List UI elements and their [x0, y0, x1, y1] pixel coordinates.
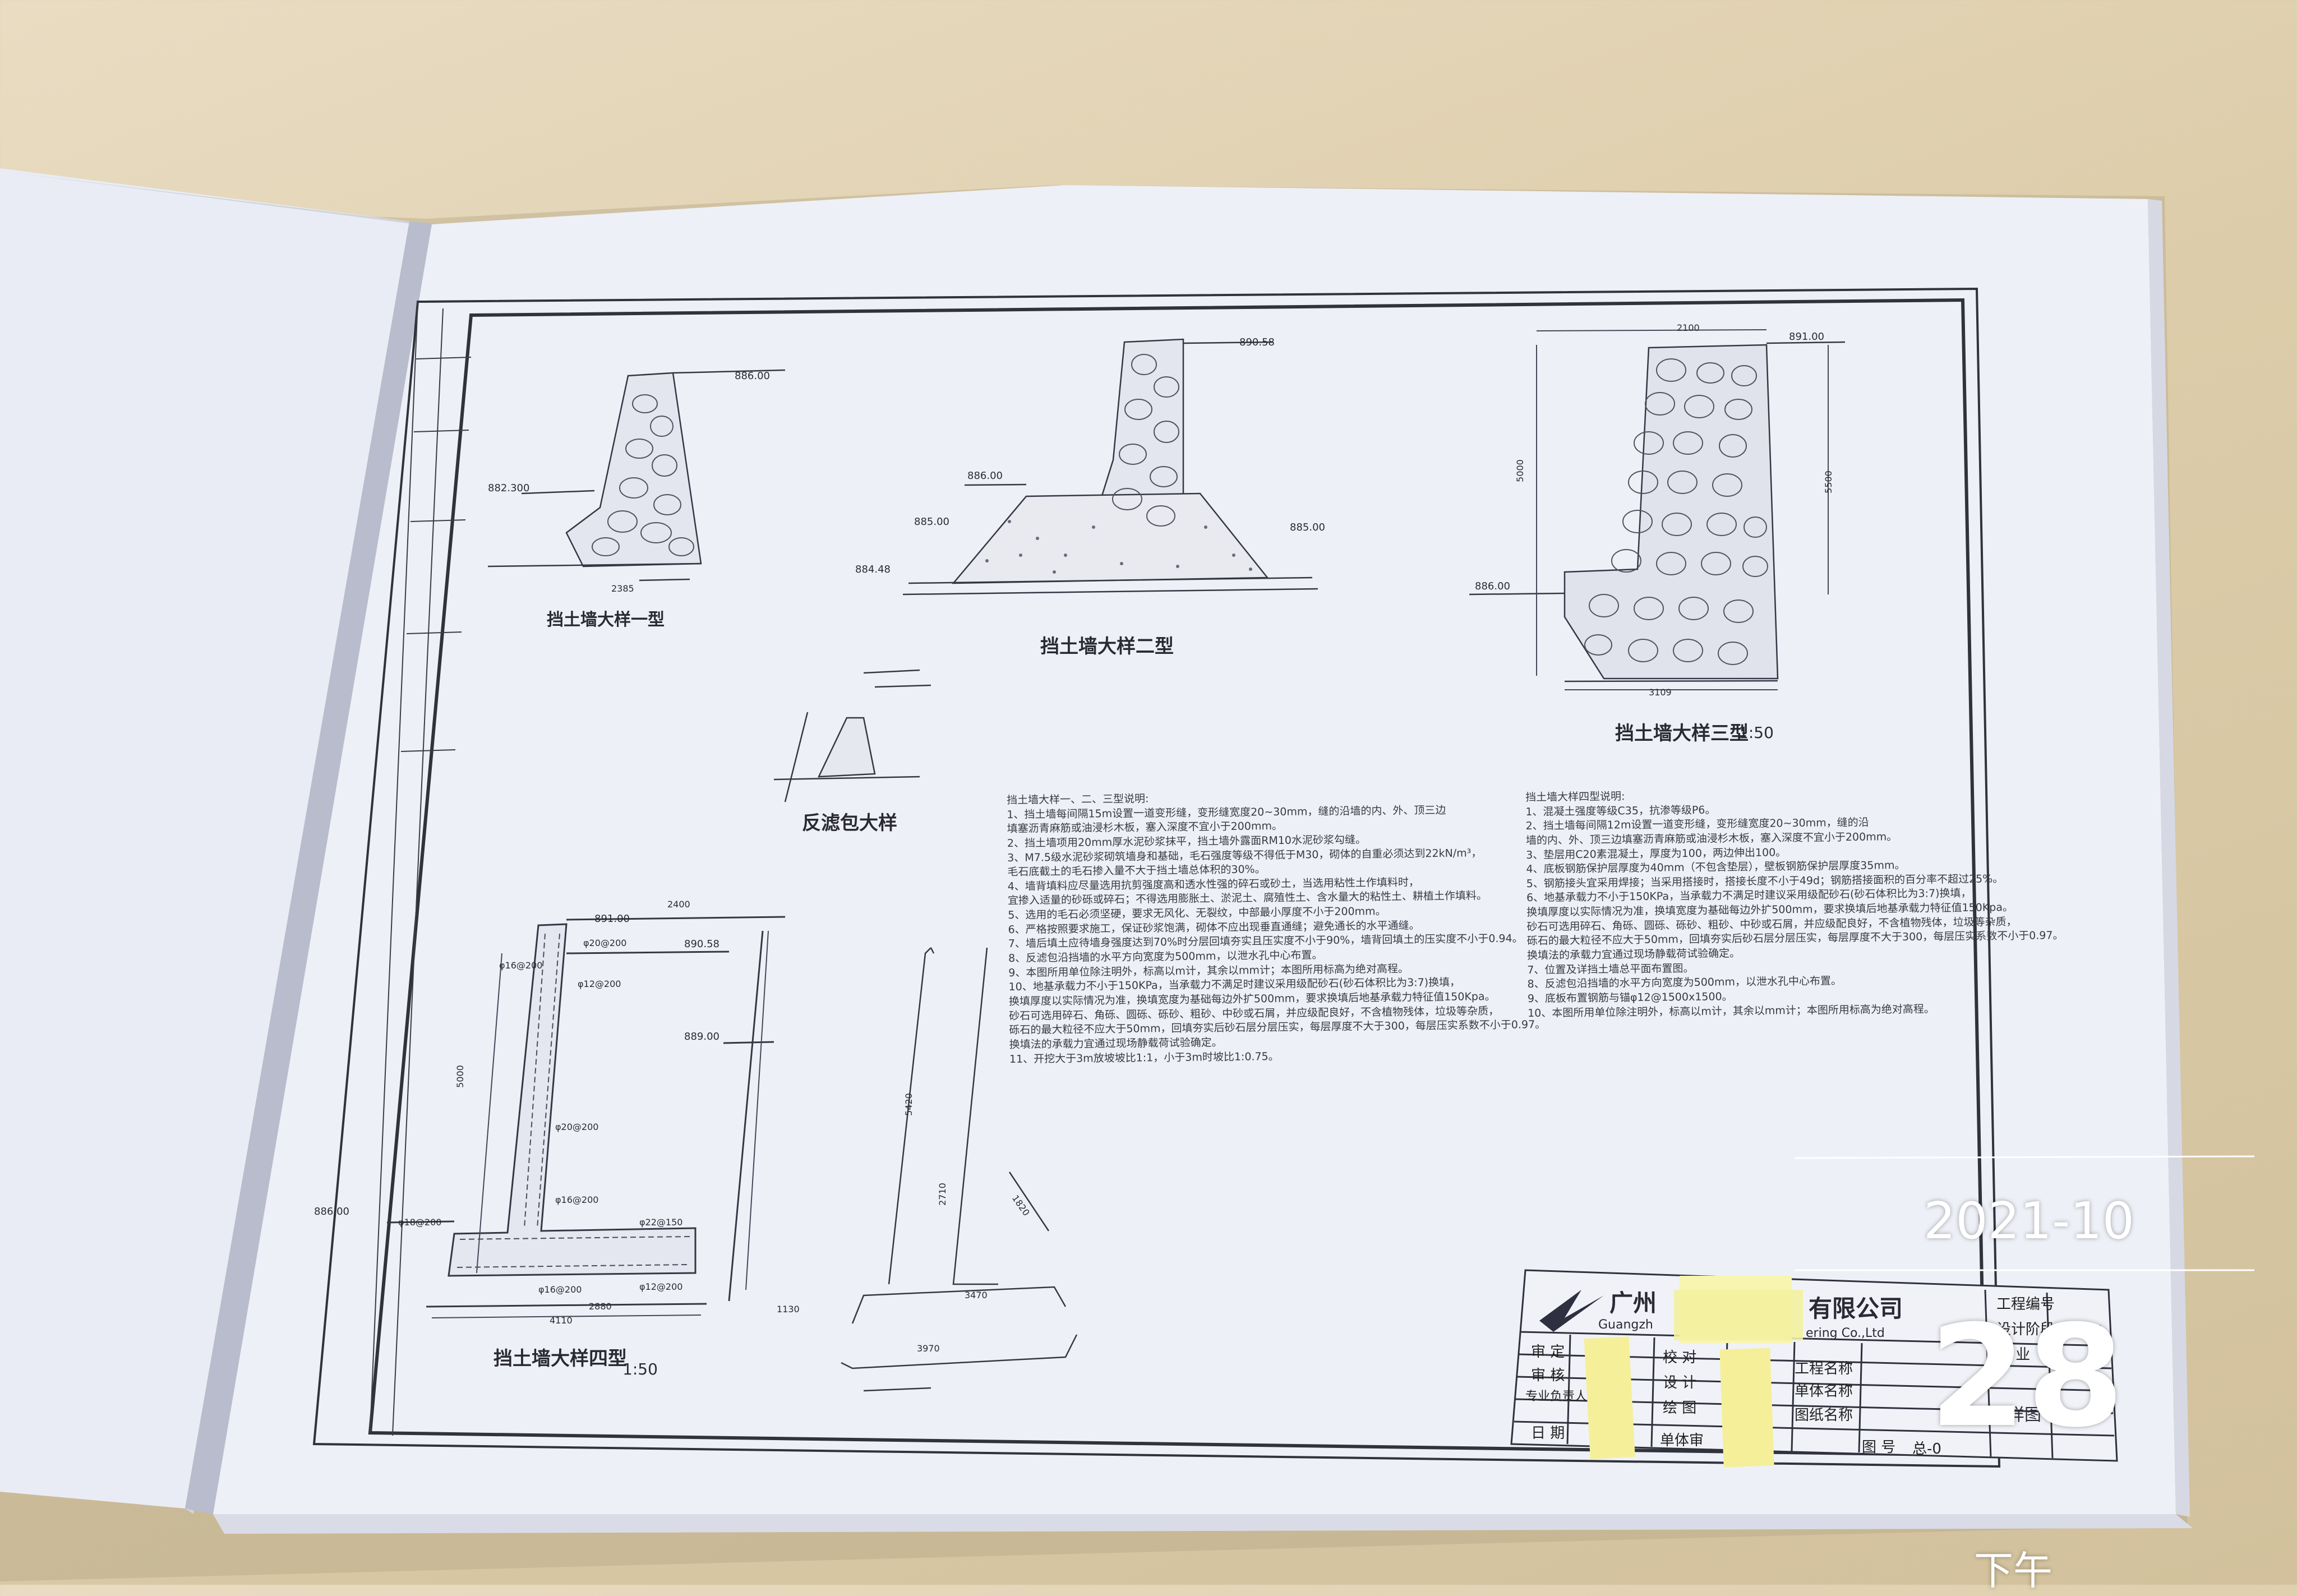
dim-3109-type3: 3109 — [1649, 687, 1672, 698]
label-drawing-no: 图 号 — [1862, 1439, 1896, 1456]
elev-890-58-type2: 890.58 — [1239, 336, 1275, 348]
label-check: 校 对 — [1663, 1349, 1697, 1366]
elev-885-type2-right: 885.00 — [1290, 522, 1325, 533]
elev-886-type2: 886.00 — [967, 470, 1003, 482]
elev-886-type1: 886.00 — [735, 370, 770, 382]
value-design-stage: 施工图 — [2058, 1324, 2102, 1341]
value-drawing-no: 总-0 — [1912, 1441, 1941, 1457]
dim-2100-type3: 2100 — [1677, 322, 1700, 333]
rebar-label-1: φ16@200 — [499, 960, 543, 971]
rebar-label-4: φ20@200 — [555, 1122, 599, 1132]
dim-1130-schedule: 1130 — [777, 1304, 800, 1314]
figure-title-type2: 挡土墙大样二型 — [1040, 635, 1174, 658]
label-project-name: 工程名称 — [1795, 1360, 1853, 1377]
label-draw: 绘 图 — [1663, 1400, 1697, 1417]
dim-2400-type4: 2400 — [667, 899, 690, 910]
dim-5500-type3: 5500 — [1823, 471, 1834, 493]
elev-891-type3: 891.00 — [1789, 331, 1824, 343]
company-name-en-suffix: ering Co.,Ltd — [1806, 1326, 1885, 1340]
figure-title-type1: 挡土墙大样一型 — [547, 610, 665, 630]
privacy-mask-company-2 — [1674, 1290, 1803, 1340]
company-name-cn: 广州 — [1609, 1289, 1657, 1317]
rebar-label-9: φ12@200 — [639, 1281, 683, 1292]
wall-type2-stones — [1112, 354, 1179, 527]
wall-type4-dims — [431, 930, 769, 1318]
wall-type3-stones — [1584, 358, 1768, 665]
left-strip — [370, 301, 472, 1436]
notes-right: 挡土墙大样四型说明: 1、混凝土强度等级C35，抗渗等级P6。 2、挡土墙每间隔… — [1525, 785, 2064, 1021]
dim-5000-type4: 5000 — [454, 1065, 465, 1088]
figure-title-filter: 反滤包大样 — [802, 812, 897, 834]
drawing-border-outer — [312, 287, 2001, 1468]
elev-884-48-type2: 884.48 — [855, 564, 891, 575]
rebar-label-6: φ22@150 — [639, 1217, 683, 1228]
wall-type2-gravel — [985, 520, 1252, 574]
label-review: 审 核 — [1531, 1367, 1565, 1384]
label-specialty: 专 业 — [1996, 1346, 2031, 1363]
label-date: 日 期 — [1531, 1425, 1565, 1442]
company-name-cn-suffix: 有限公司 — [1809, 1295, 1903, 1322]
elev-885-type2-left: 885.00 — [914, 516, 949, 528]
dim-3970-schedule: 3970 — [917, 1343, 940, 1354]
company-logo — [1539, 1290, 1604, 1332]
figure-scale-type4: 1:50 — [622, 1360, 658, 1378]
rebar-schedule-drawing — [841, 947, 1078, 1392]
figure-title-type4: 挡土墙大样四型 — [493, 1348, 627, 1370]
rebar-label-3: φ12@200 — [578, 979, 621, 989]
elev-882-type1: 882.300 — [488, 482, 530, 494]
elev-890-58-type4: 890.58 — [684, 938, 719, 950]
wall-type3-dimlines — [1536, 329, 1829, 690]
rebar-label-2: φ20@200 — [583, 938, 627, 948]
rebar-label-5: φ16@200 — [555, 1194, 599, 1205]
elev-889-type4: 889.00 — [684, 1031, 719, 1043]
dim-4110-type4: 4110 — [550, 1315, 573, 1326]
value-drawing-name: 挡土墙大样图 — [1940, 1405, 2041, 1425]
watermark-date: 2021-10 — [1924, 1192, 2135, 1251]
notes-left: 挡土墙大样一、二、三型说明: 1、挡土墙每间隔15m设置一道变形缝，变形缝宽度2… — [1007, 788, 1546, 1067]
label-project-no: 工程编号 — [1996, 1296, 2055, 1313]
figure-title-type3: 挡土墙大样三型 — [1615, 722, 1749, 745]
wall-type1-drawing — [487, 369, 786, 582]
privacy-mask-signature-2 — [1719, 1348, 1774, 1468]
label-design: 设 计 — [1663, 1374, 1697, 1391]
watermark-rule-top — [1794, 1155, 2255, 1159]
rebar-label-7: φ18@200 — [398, 1217, 442, 1228]
dim-2880-type4: 2880 — [589, 1301, 612, 1312]
filter-detail-drawing — [773, 669, 931, 802]
wall-type2-drawing — [902, 338, 1318, 596]
label-unit-name: 单体名称 — [1795, 1383, 1853, 1400]
page-stack — [213, 1514, 2193, 1534]
privacy-mask-signature-1 — [1584, 1336, 1635, 1459]
dim-2710-schedule: 2710 — [937, 1183, 948, 1206]
wall-type4-drawing — [386, 916, 786, 1308]
dim-3470-schedule: 3470 — [965, 1290, 988, 1300]
wall-type4-rebar — [456, 933, 690, 1268]
label-discipline-lead: 专业负责人 — [1525, 1390, 1588, 1404]
figure-scale-type3: 1:50 — [1738, 723, 1774, 742]
rebar-label-8: φ16@200 — [538, 1284, 582, 1295]
company-name-en-prefix: Guangzh — [1598, 1318, 1653, 1332]
dim-5420-schedule: 5420 — [903, 1093, 914, 1116]
elev-891-type4: 891.00 — [594, 913, 630, 925]
wall-type3-drawing — [1469, 341, 1846, 682]
elev-886-type3: 886.00 — [1475, 580, 1510, 592]
watermark-day: 28 — [1929, 1295, 2124, 1458]
right-page-edge — [2148, 199, 2190, 1517]
dim-2385: 2385 — [611, 583, 634, 594]
dim-5000-type3: 5000 — [1514, 459, 1525, 482]
label-design-stage: 设计阶段 — [1996, 1321, 2055, 1338]
left-page — [0, 168, 409, 1509]
watermark-ampm: 下午 — [1974, 1548, 2052, 1594]
label-approve: 审 定 — [1531, 1344, 1565, 1360]
label-unit-review: 单体审 — [1660, 1432, 1704, 1449]
label-drawing-name: 图纸名称 — [1795, 1407, 1853, 1424]
wall-type1-stones — [592, 394, 694, 556]
elev-886-type4: 886.00 — [314, 1206, 349, 1217]
